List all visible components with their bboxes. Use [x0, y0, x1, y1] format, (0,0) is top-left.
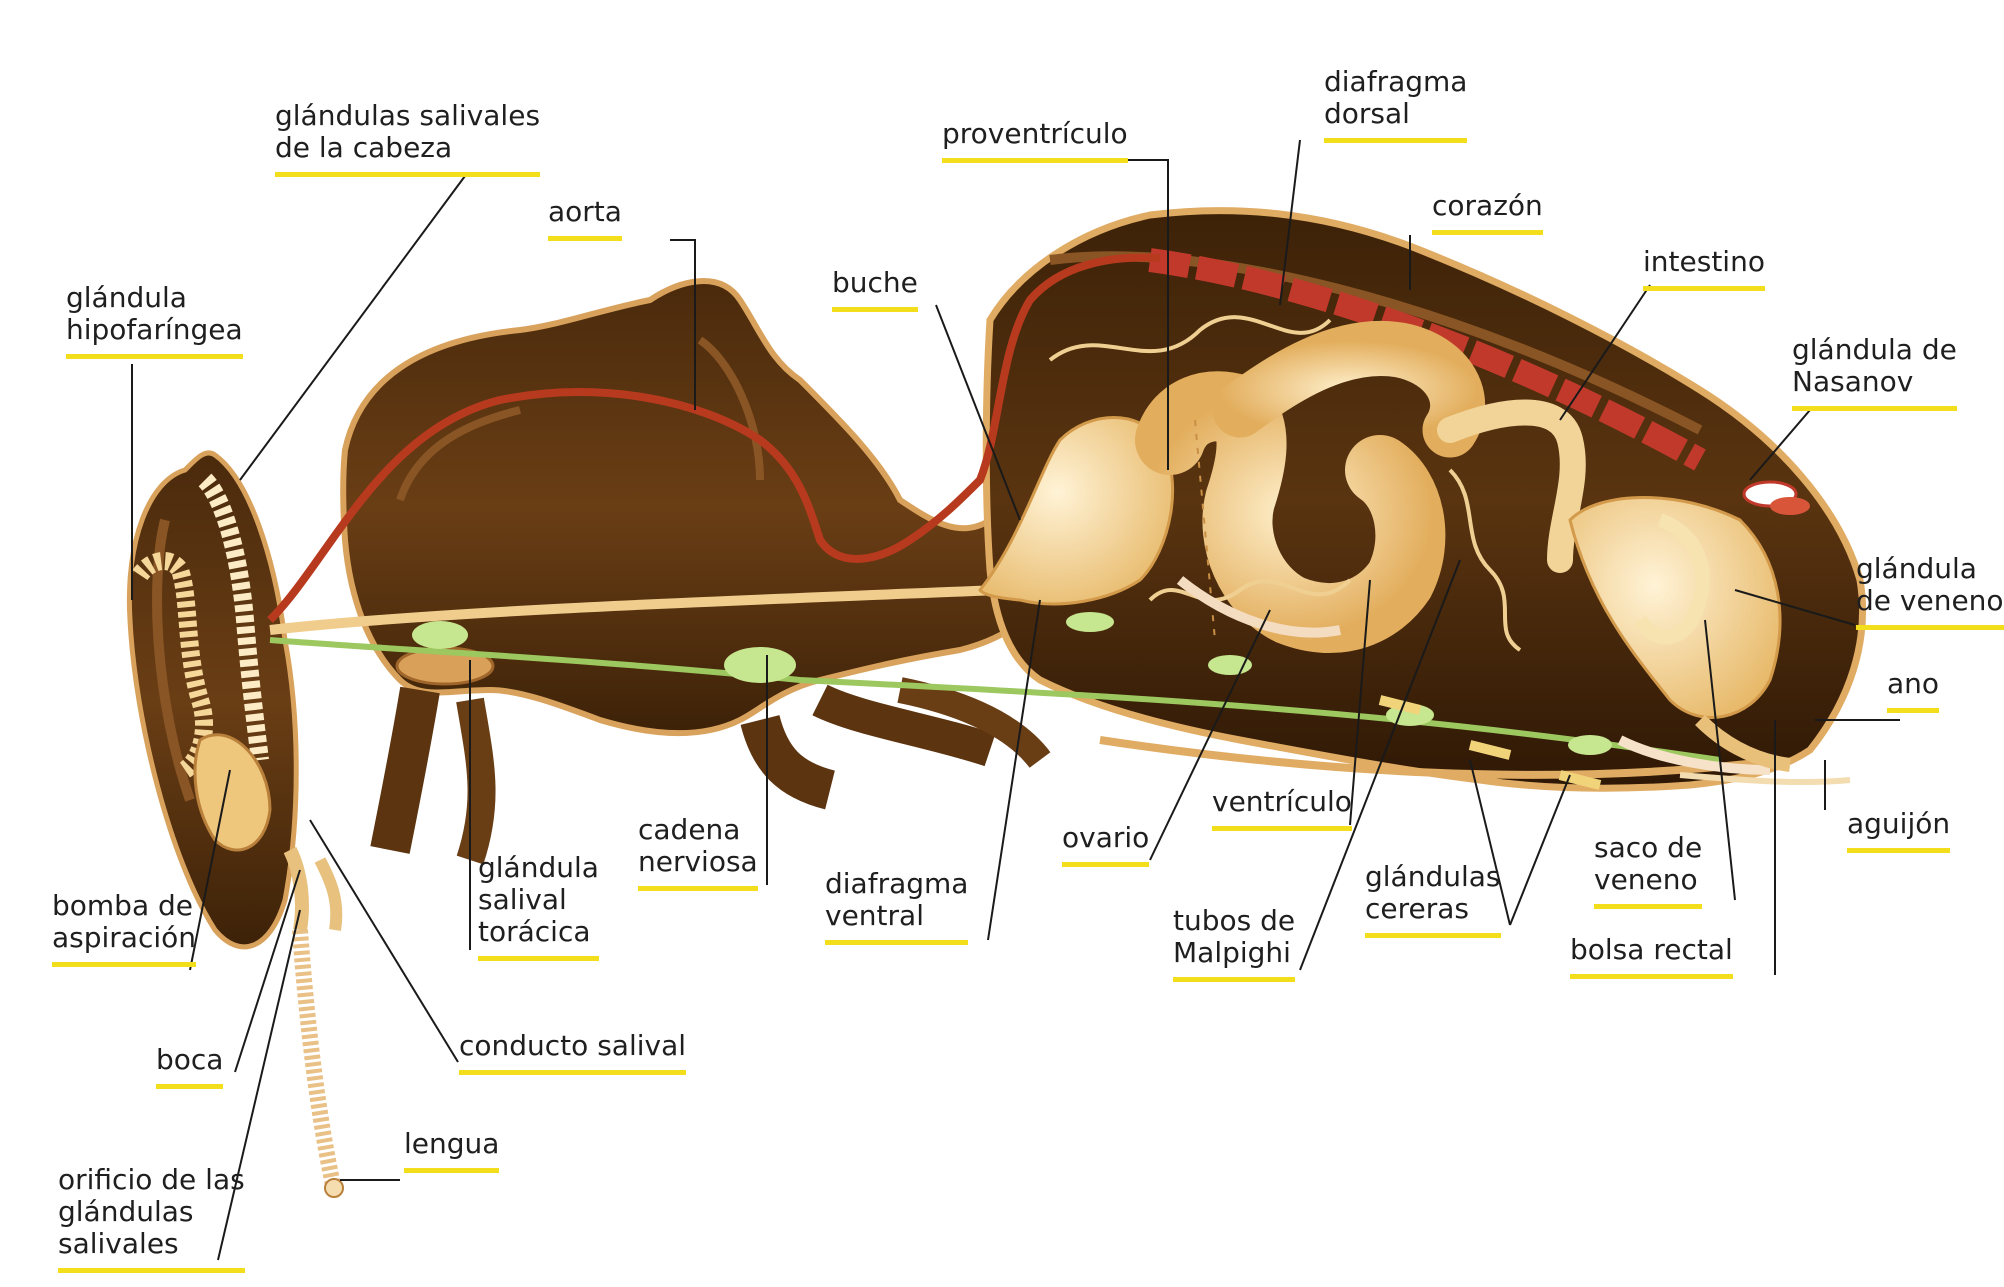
label-lengua: lengua [404, 1128, 499, 1173]
tongue [300, 930, 343, 1197]
label-bolsa-rectal: bolsa rectal [1570, 934, 1733, 979]
label-proventriculo: proventrículo [942, 118, 1128, 163]
label-intestino: intestino [1643, 246, 1765, 291]
head [129, 453, 336, 947]
label-ano: ano [1887, 668, 1939, 713]
label-aorta: aorta [548, 196, 622, 241]
label-boca: boca [156, 1044, 223, 1089]
label-conducto-salival: conducto salival [459, 1030, 686, 1075]
thorax [343, 281, 1040, 860]
label-buche: buche [832, 267, 918, 312]
label-ventriculo: ventrículo [1212, 786, 1352, 831]
label-aguijon: aguijón [1847, 808, 1950, 853]
label-corazon: corazón [1432, 190, 1543, 235]
label-ovario: ovario [1062, 822, 1149, 867]
